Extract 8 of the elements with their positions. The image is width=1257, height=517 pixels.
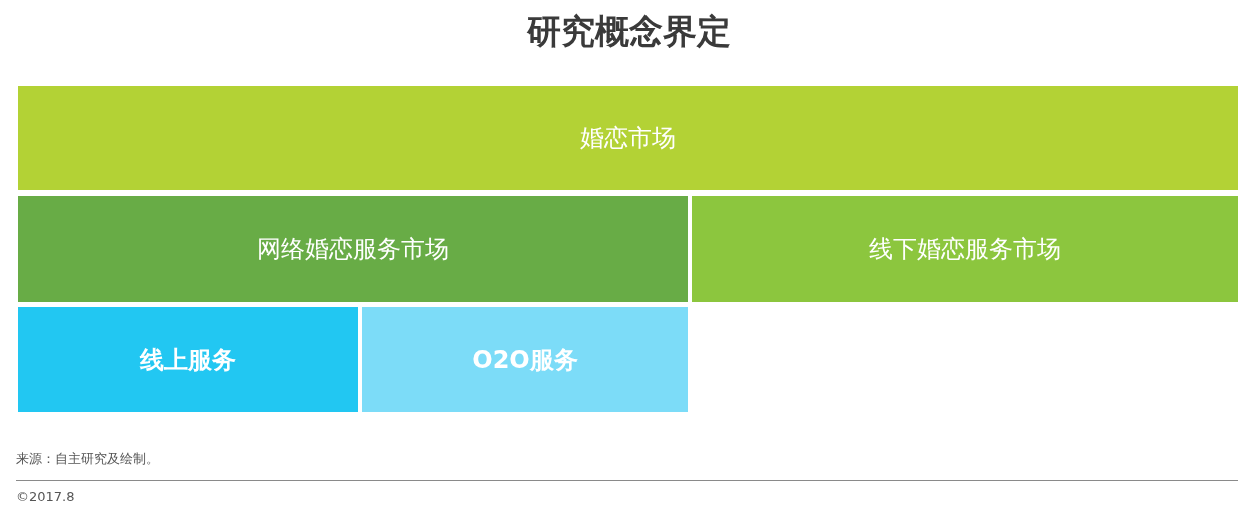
- category-block: 网络婚恋服务市场: [18, 196, 688, 302]
- title: 研究概念界定: [526, 10, 731, 53]
- category-block: 线上服务: [18, 307, 358, 412]
- category-block: 婚恋市场: [18, 86, 1238, 190]
- category-block: 线下婚恋服务市场: [692, 196, 1238, 302]
- source-note: 来源：自主研究及绘制。: [16, 450, 159, 468]
- category-block: O2O服务: [362, 307, 688, 412]
- copyright-note: ©2017.8: [16, 488, 75, 506]
